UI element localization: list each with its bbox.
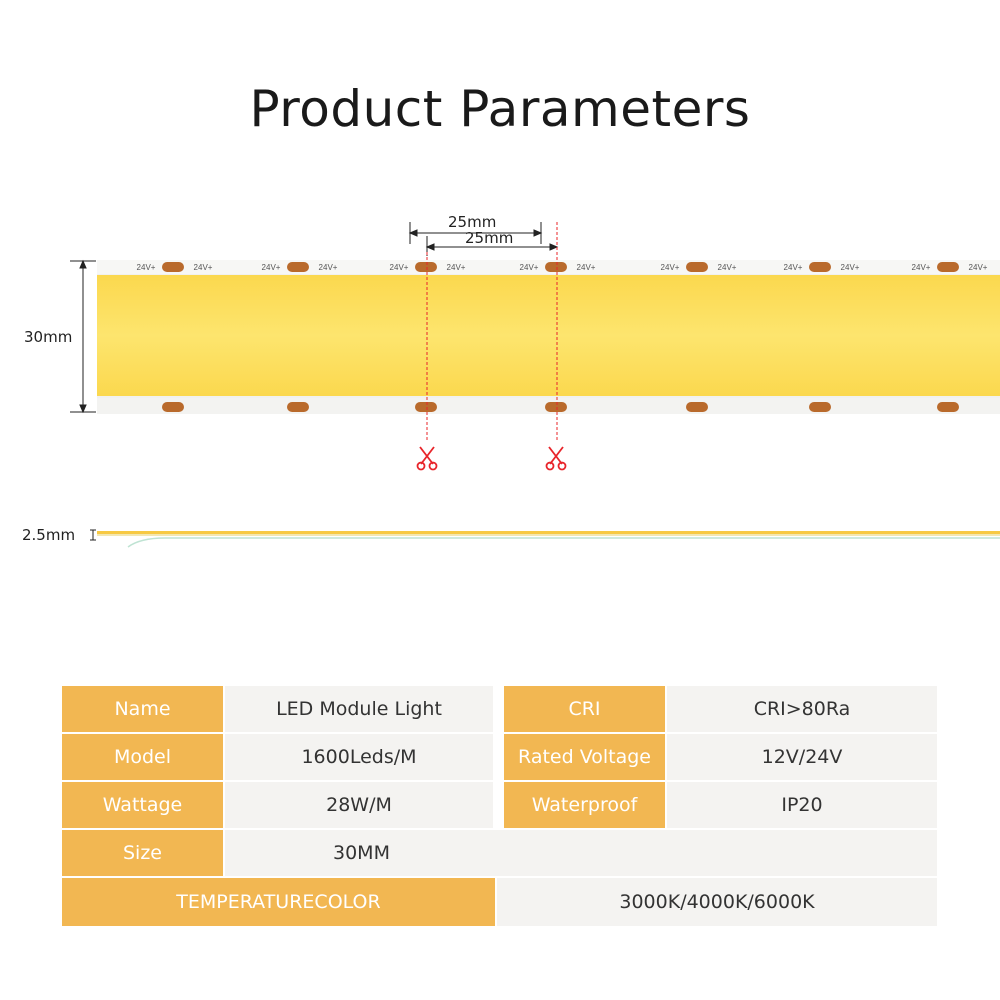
pad-label: 24V+	[577, 263, 596, 272]
pad-label: 24V+	[137, 263, 156, 272]
rated-voltage-label: Rated Voltage	[504, 734, 665, 780]
led-strip-diagram: 24V+ 24V+ 24V+ 24V+ 24V+ 24V+ 24V+ 24V+ 24V+ 24V+…	[70, 222, 1000, 548]
model-value: 1600Leds/M	[225, 734, 493, 780]
copper-pads	[162, 262, 959, 412]
dimension-25mm-top	[408, 222, 543, 244]
copper-pad	[686, 402, 708, 412]
copper-pad	[415, 402, 437, 412]
dimension-25mm-bottom	[425, 236, 559, 256]
cri-value: CRI>80Ra	[667, 686, 937, 732]
pad-label: 24V+	[784, 263, 803, 272]
copper-pad	[686, 262, 708, 272]
dimension-label-bottom: 25mm	[465, 229, 514, 247]
pad-labels: 24V+ 24V+ 24V+ 24V+ 24V+ 24V+ 24V+ 24V+ 24V+ 24V+…	[137, 263, 988, 272]
spec-table: Name LED Module Light CRI CRI>80Ra Model…	[62, 686, 937, 928]
waterproof-value: IP20	[667, 782, 937, 828]
dimension-thickness	[90, 529, 96, 541]
pad-label: 24V+	[319, 263, 338, 272]
scissors-icon	[545, 446, 567, 471]
size-value: 30MM	[225, 830, 937, 876]
wattage-label: Wattage	[62, 782, 223, 828]
copper-pad	[287, 402, 309, 412]
copper-pad	[287, 262, 309, 272]
copper-pad	[809, 402, 831, 412]
model-label: Model	[62, 734, 223, 780]
copper-pad	[162, 262, 184, 272]
name-label: Name	[62, 686, 223, 732]
pad-label: 24V+	[969, 263, 988, 272]
copper-pad	[809, 262, 831, 272]
dimension-label-thickness: 2.5mm	[22, 526, 76, 544]
copper-pad	[545, 262, 567, 272]
pad-label: 24V+	[194, 263, 213, 272]
dimension-label-top: 25mm	[448, 213, 497, 231]
copper-pad	[545, 402, 567, 412]
name-value: LED Module Light	[225, 686, 493, 732]
cob-phosphor-layer	[97, 275, 1000, 396]
strip-side-view	[97, 531, 1000, 548]
waterproof-label: Waterproof	[504, 782, 665, 828]
pad-label: 24V+	[718, 263, 737, 272]
pad-label: 24V+	[841, 263, 860, 272]
pad-label: 24V+	[447, 263, 466, 272]
scissors-icon	[416, 446, 438, 471]
pad-label: 24V+	[520, 263, 539, 272]
size-label: Size	[62, 830, 223, 876]
page-title: Product Parameters	[249, 80, 751, 138]
temperature-color-value: 3000K/4000K/6000K	[497, 878, 937, 926]
pad-label: 24V+	[912, 263, 931, 272]
temperature-color-label: TEMPERATURECOLOR	[62, 878, 495, 926]
rated-voltage-value: 12V/24V	[667, 734, 937, 780]
copper-pad	[937, 402, 959, 412]
pad-label: 24V+	[390, 263, 409, 272]
copper-pad	[937, 262, 959, 272]
pad-label: 24V+	[262, 263, 281, 272]
cri-label: CRI	[504, 686, 665, 732]
dimension-label-width: 30mm	[24, 328, 73, 346]
dimension-width	[70, 259, 96, 414]
copper-pad	[415, 262, 437, 272]
copper-pad	[162, 402, 184, 412]
pad-label: 24V+	[661, 263, 680, 272]
wattage-value: 28W/M	[225, 782, 493, 828]
